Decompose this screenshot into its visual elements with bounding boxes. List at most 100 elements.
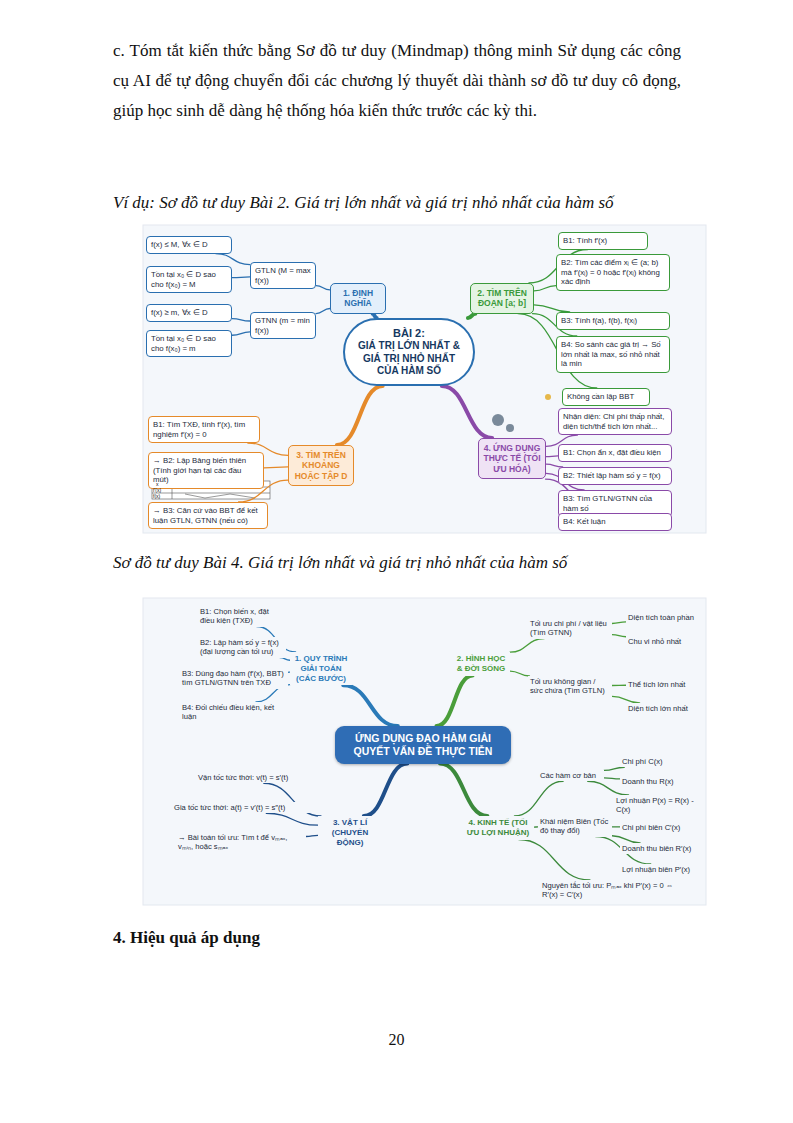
node-text: → B2: Lập Bảng biến thiên (Tính giới hạn…: [153, 456, 259, 485]
node-text: Chi phí biên C′(x): [622, 823, 700, 832]
mindmap-node: Nguyên tắc tối ưu: Pₘₐₓ khi P′(x) = 0 ⇔ …: [540, 880, 676, 901]
branch-line: [534, 286, 556, 291]
mindmap-node: Gia tốc tức thời: a(t) = v′(t) = s″(t): [172, 802, 312, 813]
mindmap-node: 1. ĐỊNH NGHĨA: [330, 283, 386, 314]
node-text: Tối ưu chi phí / vật liệu (Tìm GTNN): [530, 619, 610, 638]
figure-caption: Sơ đồ tư duy Bài 4. Giá trị lớn nhất và …: [113, 553, 753, 573]
node-text: Tối ưu không gian / sức chứa (Tìm GTLN): [530, 677, 610, 696]
node-text: Vận tốc tức thời: v(t) = s′(t): [198, 773, 310, 782]
branch-line: [510, 671, 529, 676]
node-text: Các hàm cơ bản: [540, 771, 602, 780]
node-text: B4: Đối chiếu điều kiện, kết luận: [182, 703, 290, 722]
mindmap-node: Tồn tại x₀ ∈ D sao cho f(x₀) = M: [146, 266, 232, 293]
node-text: B1: Tính f′(x): [563, 236, 643, 246]
node-text: Tồn tại x₀ ∈ D sao cho f(x₀) = m: [151, 334, 227, 353]
mindmap-node: B2: Thiết lập hàm số y = f(x): [558, 467, 672, 485]
branch-line: [468, 314, 475, 318]
mindmap-node: B4: Kết luận: [558, 513, 672, 531]
branch-line: [316, 308, 330, 313]
node-text: GTNN (m = min f(x)): [255, 316, 311, 335]
node-text: B3: Tìm GTLN/GTNN của hàm số: [563, 494, 667, 513]
branch-line: [612, 696, 640, 703]
mindmap-node: B3: Dùng đạo hàm (f′(x), BBT) tìm GTLN/G…: [180, 668, 288, 689]
node-text: B1: Chọn ẩn x, đặt điều kiện: [563, 448, 667, 458]
mindmap-node: 2. TÌM TRÊN ĐOẠN [a; b]: [470, 283, 534, 314]
mindmap-node: B2: Lập hàm số y = f(x) (đại lượng cần t…: [198, 637, 286, 658]
mindmap-node: GTNN (m = min f(x)): [250, 312, 316, 339]
node-text: 4. KINH TẾ (TỐI ƯU LỢI NHUẬN): [464, 818, 532, 838]
branch-line: [364, 764, 408, 816]
mindmap-node: f(x) ≤ M, ∀x ∈ D: [146, 236, 232, 254]
node-text: 3. TÌM TRÊN KHOẢNG HOẶC TẬP D: [292, 450, 350, 481]
branch-line: [343, 685, 398, 726]
node-text: ỨNG DỤNG ĐẠO HÀM GIẢI QUYẾT VẤN ĐỀ THỰC …: [343, 732, 503, 758]
mindmap-node: Không cần lập BBT: [562, 388, 650, 406]
mindmap-node: 2. HÌNH HỌC & ĐỜI SỐNG: [452, 652, 510, 676]
node-text: 2. TÌM TRÊN ĐOẠN [a; b]: [474, 288, 530, 309]
mindmap-node: 3. TÌM TRÊN KHOẢNG HOẶC TẬP D: [288, 445, 354, 486]
mindmap-node: ỨNG DỤNG ĐẠO HÀM GIẢI QUYẾT VẤN ĐỀ THỰC …: [335, 726, 511, 764]
mindmap-node: Chu vi nhỏ nhất: [626, 636, 690, 647]
mindmap-node: → B3: Căn cứ vào BBT để kết luận GTLN, G…: [148, 502, 268, 529]
mindmap-node: Các hàm cơ bản: [538, 770, 604, 781]
branch-line: [316, 286, 330, 290]
mindmap-node: → Bài toán tối ưu: Tìm t để vₘₐₓ, vₘᵢₙ, …: [176, 832, 306, 853]
node-text: Gia tốc tức thời: a(t) = v′(t) = s″(t): [174, 803, 310, 812]
branch-line: [232, 276, 250, 278]
branch-line: [436, 676, 472, 727]
mindmap-node: B2: Tìm các điểm xᵢ ∈ (a; b) mà f′(xᵢ) =…: [556, 254, 670, 291]
mindmap-node: Diện tích lớn nhất: [626, 703, 700, 714]
branch-line: [337, 386, 383, 445]
branch-line: [216, 254, 250, 265]
mindmap-node: B3: Tính f(a), f(b), f(xᵢ): [556, 312, 670, 330]
table-cell: f(x): [153, 493, 172, 499]
node-text: 2. HÌNH HỌC & ĐỜI SỐNG: [454, 654, 508, 674]
branch-line: [534, 305, 570, 312]
mindmap-node: Chi phí biên C′(x): [620, 822, 702, 833]
figure-caption: Ví dụ: Sơ đồ tư duy Bài 2. Giá trị lớn n…: [113, 193, 753, 213]
branch-line: [604, 767, 624, 770]
mindmap-node: Thể tích lớn nhất: [626, 679, 696, 690]
node-text: Doanh thu biên R′(x): [622, 844, 702, 853]
mindmap-node: Doanh thu R(x): [620, 776, 700, 787]
table-cell: x: [156, 481, 171, 487]
node-text: BÀI 2:: [351, 327, 467, 340]
branch-line: [306, 835, 318, 836]
node-text: B2: Thiết lập hàm số y = f(x): [563, 471, 667, 481]
node-text: Doanh thu R(x): [622, 777, 698, 786]
mindmap-node: BÀI 2:GIÁ TRỊ LỚN NHẤT & GIÁ TRỊ NHỎ NHẤ…: [343, 318, 475, 386]
mindmap-node: Doanh thu biên R′(x): [620, 843, 704, 854]
node-text: f(x) ≥ m, ∀x ∈ D: [151, 308, 227, 318]
branch-line: [510, 639, 544, 653]
node-text: B2: Lập hàm số y = f(x) (đại lượng cần t…: [200, 638, 284, 657]
node-text: Diện tích toàn phần: [628, 613, 700, 622]
mindmap-node: Diện tích toàn phần: [626, 612, 702, 623]
node-text: B4: Kết luận: [563, 517, 667, 527]
node-text: 1. ĐỊNH NGHĨA: [334, 288, 382, 309]
mindmap-node: B4: Đối chiếu điều kiện, kết luận: [180, 702, 292, 723]
node-text: → Bài toán tối ưu: Tìm t để vₘₐₓ, vₘᵢₙ, …: [178, 833, 304, 852]
mindmap-node: Khái niệm Biên (Tốc độ thay đổi): [538, 816, 612, 837]
branch-line: [546, 455, 558, 457]
table-cell: f′(x): [153, 487, 172, 493]
branch-line: [519, 840, 590, 881]
mindmap-node: 4. KINH TẾ (TỐI ƯU LỢI NHUẬN): [462, 816, 534, 840]
branch-line: [232, 319, 250, 321]
node-text: Thể tích lớn nhất: [628, 680, 694, 689]
mindmap-node: Tồn tại x₀ ∈ D sao cho f(x₀) = m: [146, 330, 232, 357]
branch-line: [280, 658, 290, 661]
mindmap-node: B1: Tính f′(x): [558, 232, 648, 250]
node-text: f(x) ≤ M, ∀x ∈ D: [151, 240, 227, 250]
mindmap-node: 3. VẬT LÍ (CHUYỂN ĐỘNG): [318, 816, 382, 849]
mindmap-node: Lợi nhuận biên P′(x): [620, 864, 704, 875]
mindmap-node: Tối ưu không gian / sức chứa (Tìm GTLN): [528, 676, 612, 697]
node-text: 1. QUY TRÌNH GIẢI TOÁN (CÁC BƯỚC): [292, 654, 350, 683]
node-text: Nguyên tắc tối ưu: Pₘₐₓ khi P′(x) = 0 ⇔ …: [542, 881, 674, 900]
node-text: GTLN (M = max f(x)): [255, 266, 311, 285]
node-text: → B3: Căn cứ vào BBT để kết luận GTLN, G…: [153, 506, 263, 525]
node-text: Nhận diện: Chi phí thấp nhất, diện tích/…: [563, 412, 667, 431]
branch-line: [604, 778, 620, 779]
branch-line: [266, 813, 318, 825]
mindmap-node: B4: So sánh các giá trị → Số lớn nhất là…: [556, 336, 670, 373]
